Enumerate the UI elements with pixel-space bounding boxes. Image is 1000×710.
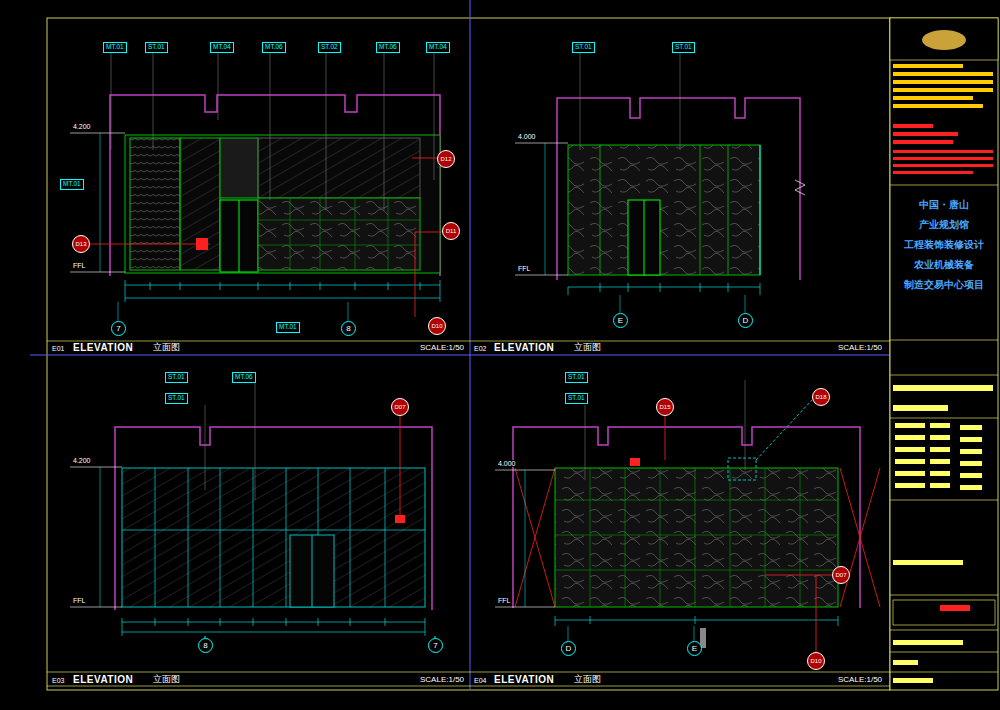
level-mark: FFL: [497, 597, 511, 604]
view-title: ELEVATION: [494, 343, 554, 353]
detail-callout: D13: [72, 235, 90, 253]
level-mark: 4.000: [497, 460, 517, 467]
view-title-cn: 立面图: [153, 343, 180, 352]
scale-note: SCALE:1/50: [838, 676, 882, 684]
material-tag: ST.01: [565, 372, 588, 383]
detail-callout: D07: [391, 398, 409, 416]
view-title-cn: 立面图: [574, 343, 601, 352]
detail-callout: D15: [656, 398, 674, 416]
grid-bubble: E: [613, 313, 628, 328]
level-mark: FFL: [517, 265, 531, 272]
grid-bubble: 8: [341, 321, 356, 336]
view-number: E04: [474, 677, 486, 684]
scale-note: SCALE:1/50: [838, 344, 882, 352]
material-tag: MT.04: [210, 42, 234, 53]
view-title: ELEVATION: [494, 675, 554, 685]
grid-bubble: D: [738, 313, 753, 328]
material-tag: MT.01: [60, 179, 84, 190]
scale-note: SCALE:1/50: [420, 676, 464, 684]
view-title-cn: 立面图: [153, 675, 180, 684]
material-tag: ST.01: [145, 42, 168, 53]
view-number: E03: [52, 677, 64, 684]
grid-bubble: 7: [111, 321, 126, 336]
project-title-box: 中国・唐山产业规划馆工程装饰装修设计农业机械装备制造交易中心项目: [892, 200, 996, 300]
material-tag: ST.01: [672, 42, 695, 53]
project-title-line: 中国・唐山: [892, 200, 996, 211]
scale-note: SCALE:1/50: [420, 344, 464, 352]
level-mark: 4.200: [72, 123, 92, 130]
grid-bubble: 7: [428, 638, 443, 653]
detail-callout: D12: [437, 150, 455, 168]
material-tag: ST.01: [165, 372, 188, 383]
material-tag: MT.04: [426, 42, 450, 53]
level-mark: 4.000: [517, 133, 537, 140]
detail-callout: D11: [442, 222, 460, 240]
material-tag: ST.01: [565, 393, 588, 404]
level-mark: FFL: [72, 262, 86, 269]
view-title-cn: 立面图: [574, 675, 601, 684]
material-tag: MT.06: [262, 42, 286, 53]
material-tag: MT.06: [376, 42, 400, 53]
material-tag: MT.01: [103, 42, 127, 53]
level-mark: FFL: [72, 597, 86, 604]
grid-bubble: E: [687, 641, 702, 656]
grid-bubble: D: [561, 641, 576, 656]
detail-callout: D10: [807, 652, 825, 670]
detail-callout: D07: [832, 566, 850, 584]
project-title-line: 工程装饰装修设计: [892, 240, 996, 251]
project-title-line: 制造交易中心项目: [892, 280, 996, 291]
detail-callout: D10: [428, 317, 446, 335]
project-title-line: 农业机械装备: [892, 260, 996, 271]
view-title: ELEVATION: [73, 343, 133, 353]
view-number: E02: [474, 345, 486, 352]
material-tag: MT.01: [276, 322, 300, 333]
project-title-line: 产业规划馆: [892, 220, 996, 231]
material-tag: ST.02: [318, 42, 341, 53]
grid-bubble: 8: [198, 638, 213, 653]
detail-callout: D18: [812, 388, 830, 406]
material-tag: ST.01: [572, 42, 595, 53]
view-number: E01: [52, 345, 64, 352]
material-tag: MT.06: [232, 372, 256, 383]
view-title: ELEVATION: [73, 675, 133, 685]
level-mark: 4.200: [72, 457, 92, 464]
material-tag: ST.01: [165, 393, 188, 404]
